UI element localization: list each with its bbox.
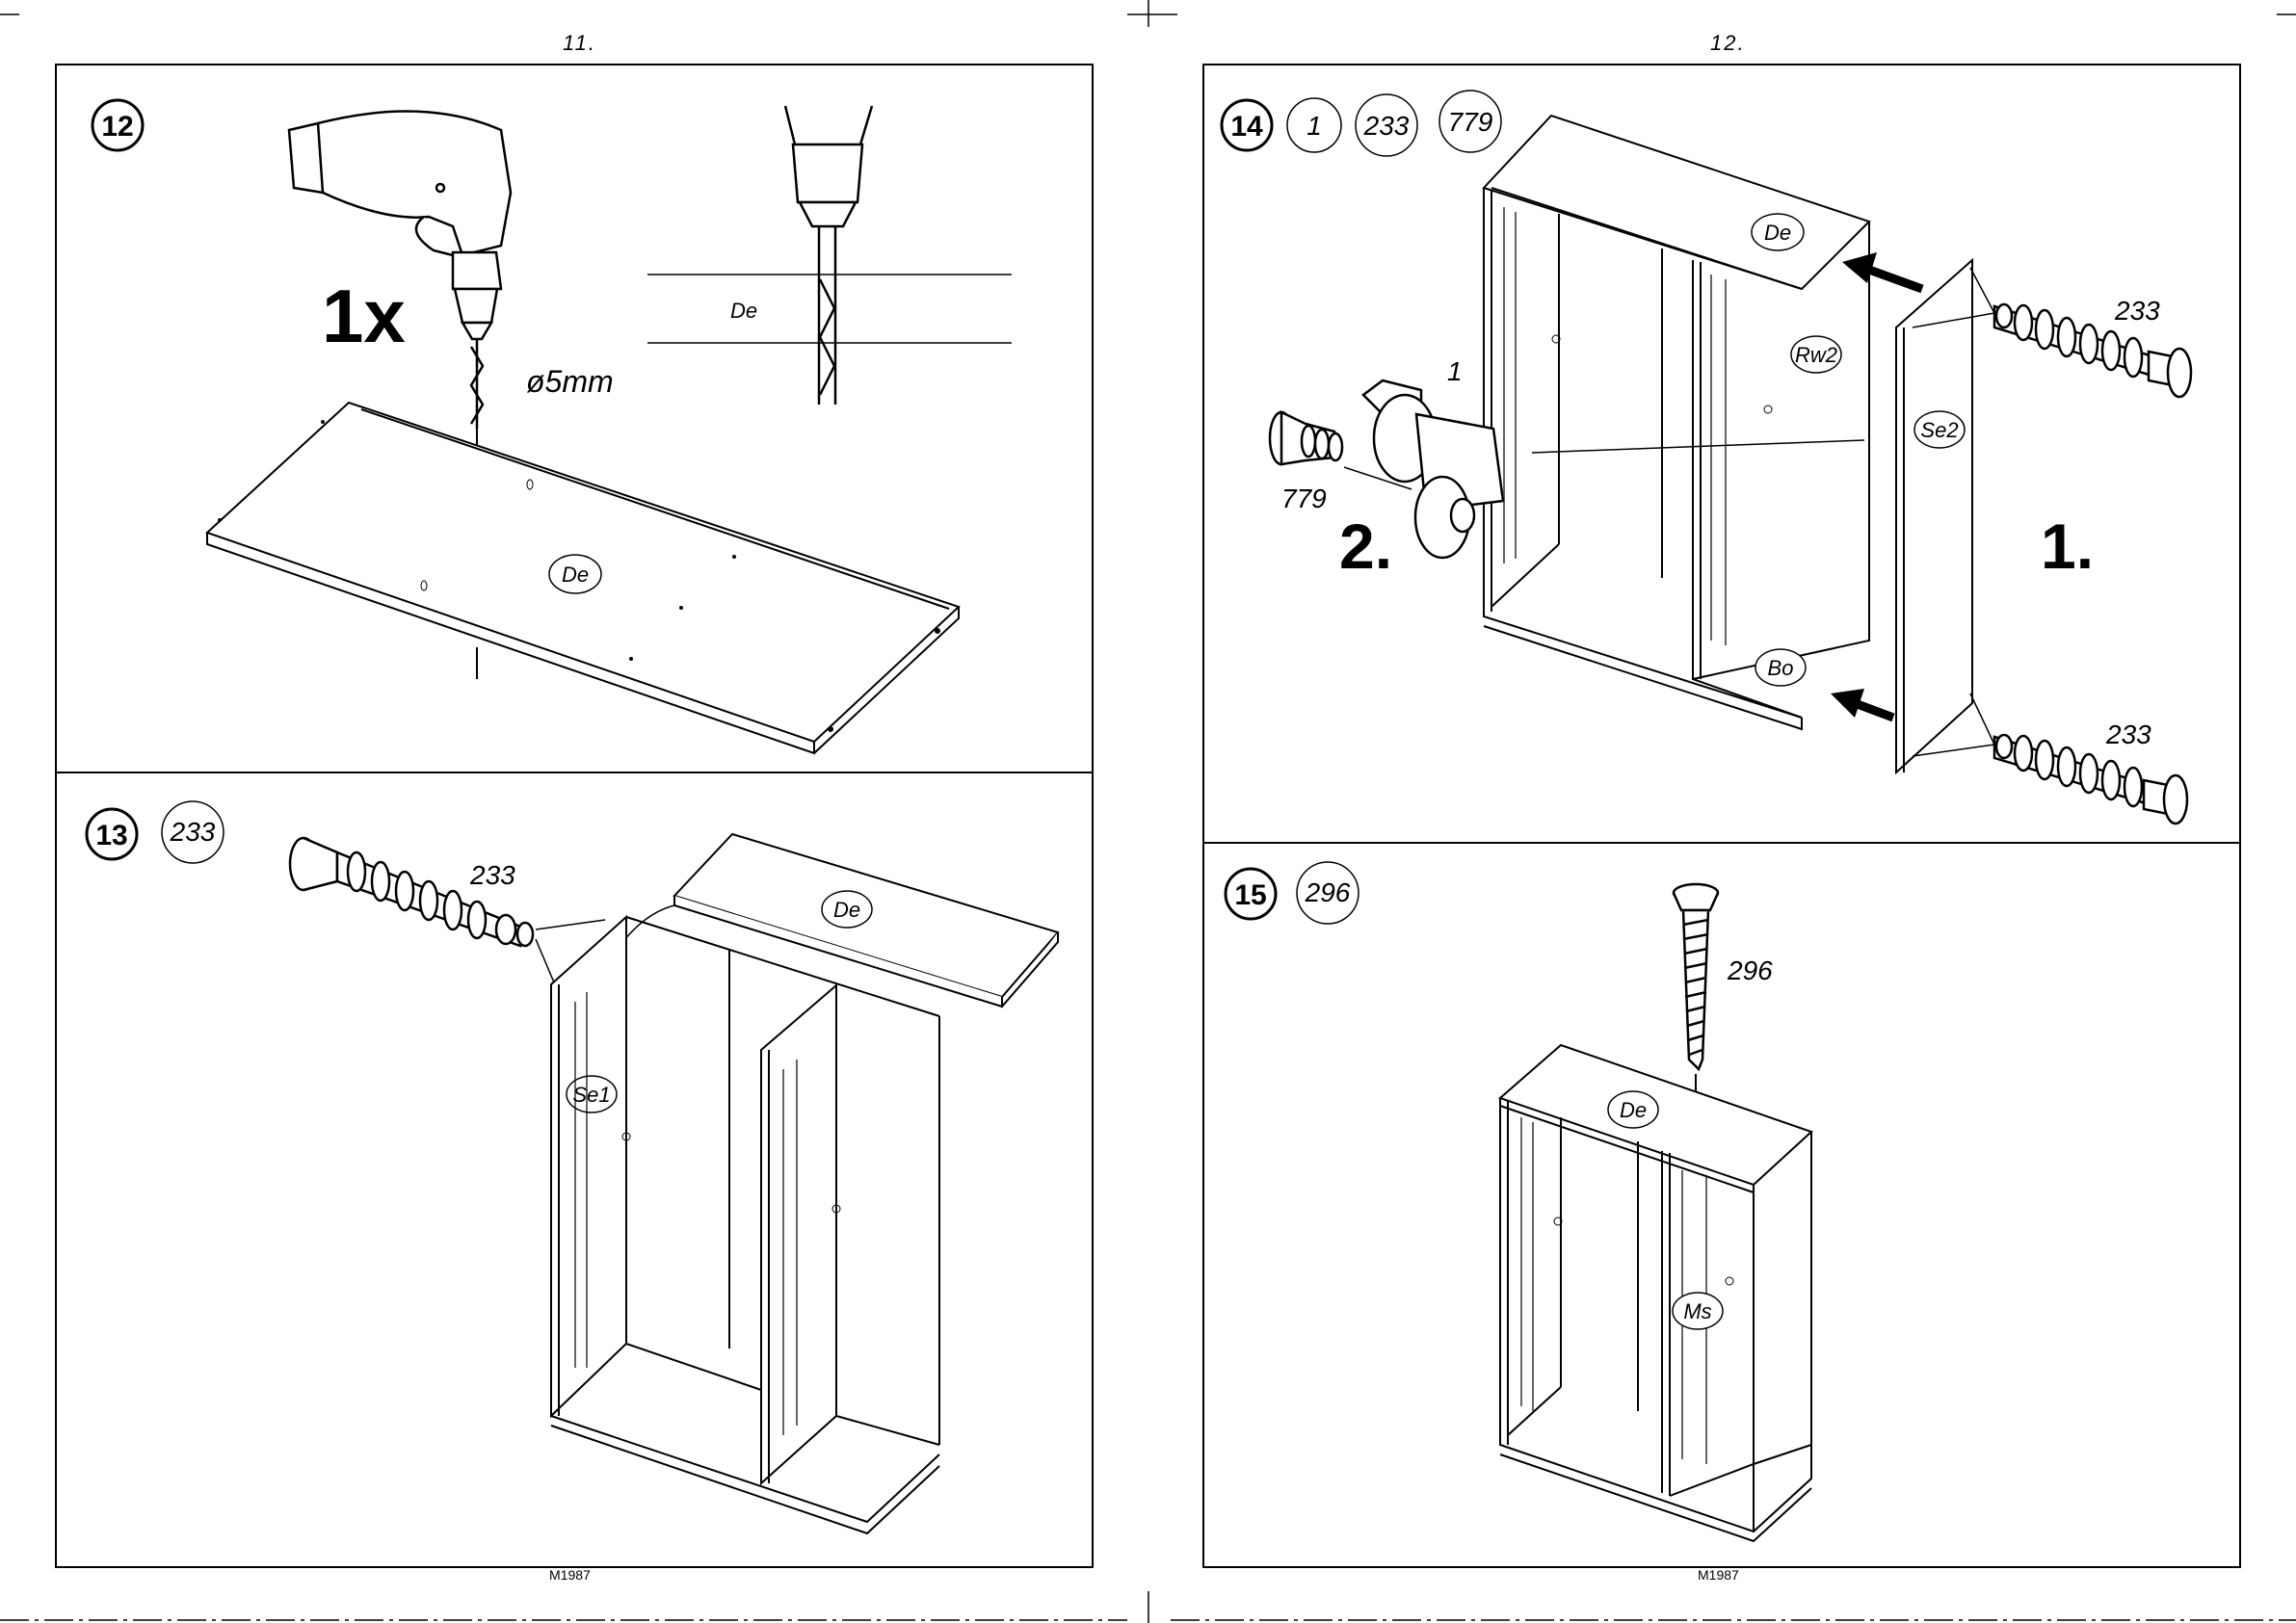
back-panel-label: Rw2 — [1795, 343, 1837, 367]
right-page-frame — [1203, 65, 2240, 1567]
drill-size-label: ø5mm — [526, 364, 614, 399]
drill-detail-icon — [785, 106, 872, 405]
cabinet-carcass — [1500, 1045, 1811, 1541]
detail-panel-label: De — [730, 299, 757, 323]
cam-label: 1 — [1447, 356, 1463, 386]
part-number-779: 779 — [1448, 107, 1493, 137]
drill-icon — [289, 112, 511, 429]
step-13-panel: 13 233 233 De — [87, 801, 1058, 1533]
step-number: 13 — [95, 820, 127, 851]
part-number: 296 — [1305, 877, 1351, 907]
side-panel-label: Se1 — [572, 1083, 610, 1107]
screw-bottom-label: 233 — [2105, 720, 2151, 749]
dowel-233-top-icon — [1994, 304, 2191, 397]
screw-label: 233 — [469, 860, 515, 890]
screw-label: 296 — [1727, 955, 1773, 985]
step-number: 14 — [1230, 111, 1263, 143]
screw-296-icon — [1674, 884, 1718, 1069]
insert-arrow-top — [1842, 252, 1922, 289]
panel-label: De — [562, 563, 589, 587]
dowel-233-icon — [290, 838, 533, 946]
cam-screw-779-icon — [1270, 412, 1342, 464]
cabinet-carcass — [551, 917, 939, 1533]
part-number-233: 233 — [1363, 111, 1410, 141]
cabinet-carcass — [1484, 116, 1869, 729]
bottom-panel-label: Bo — [1768, 656, 1794, 680]
dowel-233-bottom-icon — [1994, 735, 2187, 824]
step-14-panel: 14 1 233 779 De — [1222, 91, 2191, 824]
step-number: 12 — [101, 111, 133, 143]
step-12-panel: 12 1x ø5mm De — [92, 100, 1012, 753]
part-number-1: 1 — [1306, 111, 1322, 141]
screw-top-label: 233 — [2114, 296, 2160, 326]
top-panel-label: De — [1620, 1098, 1647, 1122]
top-panel-label: De — [1764, 221, 1791, 245]
middle-panel-label: Ms — [1683, 1299, 1711, 1323]
top-panel-label: De — [833, 898, 860, 922]
side-panel-se2 — [1896, 260, 1972, 772]
step-15-panel: 15 296 296 — [1226, 862, 1811, 1541]
order-label-one: 1. — [2041, 510, 2094, 582]
side-panel-label: Se2 — [1920, 418, 1958, 442]
insert-arrow-bottom — [1831, 689, 1893, 718]
order-label-two: 2. — [1339, 510, 1392, 582]
part-number: 233 — [170, 817, 216, 847]
quantity-label: 1x — [322, 274, 406, 358]
step-number: 15 — [1234, 879, 1266, 911]
cam-screw-label: 779 — [1281, 484, 1327, 513]
